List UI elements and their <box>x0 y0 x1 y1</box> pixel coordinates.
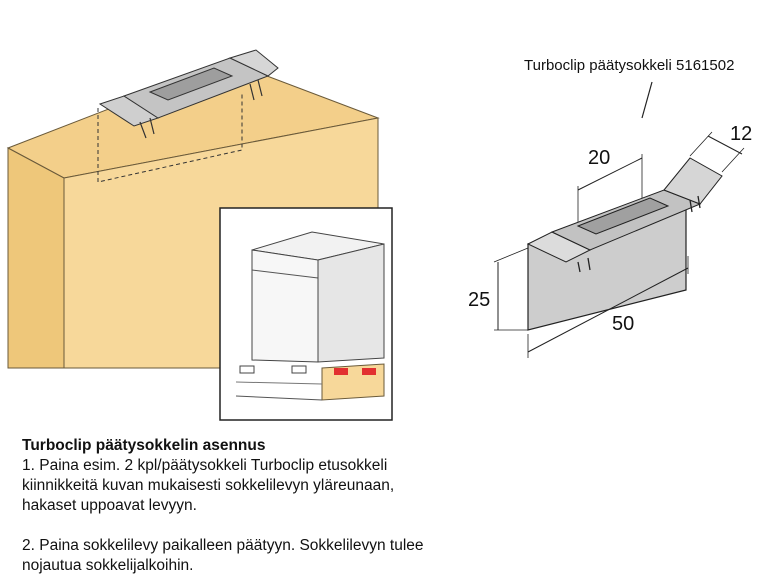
instructions-title: Turboclip päätysokkelin asennus <box>22 437 266 454</box>
clip-detail-drawing: 20 12 25 50 Turboclip päätysokkeli 51615… <box>468 57 752 358</box>
dim-20-label: 20 <box>588 147 610 169</box>
dim-50-line <box>527 267 689 353</box>
dashed-guide <box>97 92 243 183</box>
dim-20-line <box>577 157 643 191</box>
cabinet-front-line <box>251 269 319 279</box>
inset-foot-2 <box>291 365 307 374</box>
inset-red-clip-1 <box>334 368 348 375</box>
inset-floor-line-2 <box>235 381 323 385</box>
inset-floor-line <box>235 395 323 401</box>
dim-12-line <box>707 135 743 155</box>
dim-25-label: 25 <box>468 289 490 311</box>
dim-12-ext-l <box>689 131 713 157</box>
board-clip-right-tab <box>228 49 279 77</box>
instructions-step-2: 2. Paina sokkelilevy paikalleen päätyyn.… <box>22 537 424 574</box>
dim-12-ext-r <box>721 147 745 173</box>
clip-right-tab <box>663 157 723 205</box>
cabinet-inset <box>219 207 393 421</box>
label-leader-line <box>641 81 653 119</box>
cabinet-side <box>317 243 385 363</box>
instructions-step-1: 1. Paina esim. 2 kpl/päätysokkeli Turboc… <box>22 457 395 514</box>
part-label: Turboclip päätysokkeli 5161502 <box>524 57 734 74</box>
inset-red-clip-2 <box>362 368 376 375</box>
dim-12-label: 12 <box>730 123 752 145</box>
clip-prongs <box>577 195 701 273</box>
board-clip-prongs <box>139 79 263 139</box>
dim-50-label: 50 <box>612 313 634 335</box>
cabinet-front <box>251 249 319 363</box>
board-end-face <box>7 147 65 369</box>
instructions-text: Turboclip päätysokkelin asennus 1. Paina… <box>22 436 452 576</box>
dim-25-ext-top <box>493 247 529 263</box>
clip-top-slot <box>576 197 670 235</box>
inset-foot-1 <box>239 365 255 374</box>
paragraph-gap <box>22 516 452 536</box>
board-clip-slot <box>148 67 234 101</box>
